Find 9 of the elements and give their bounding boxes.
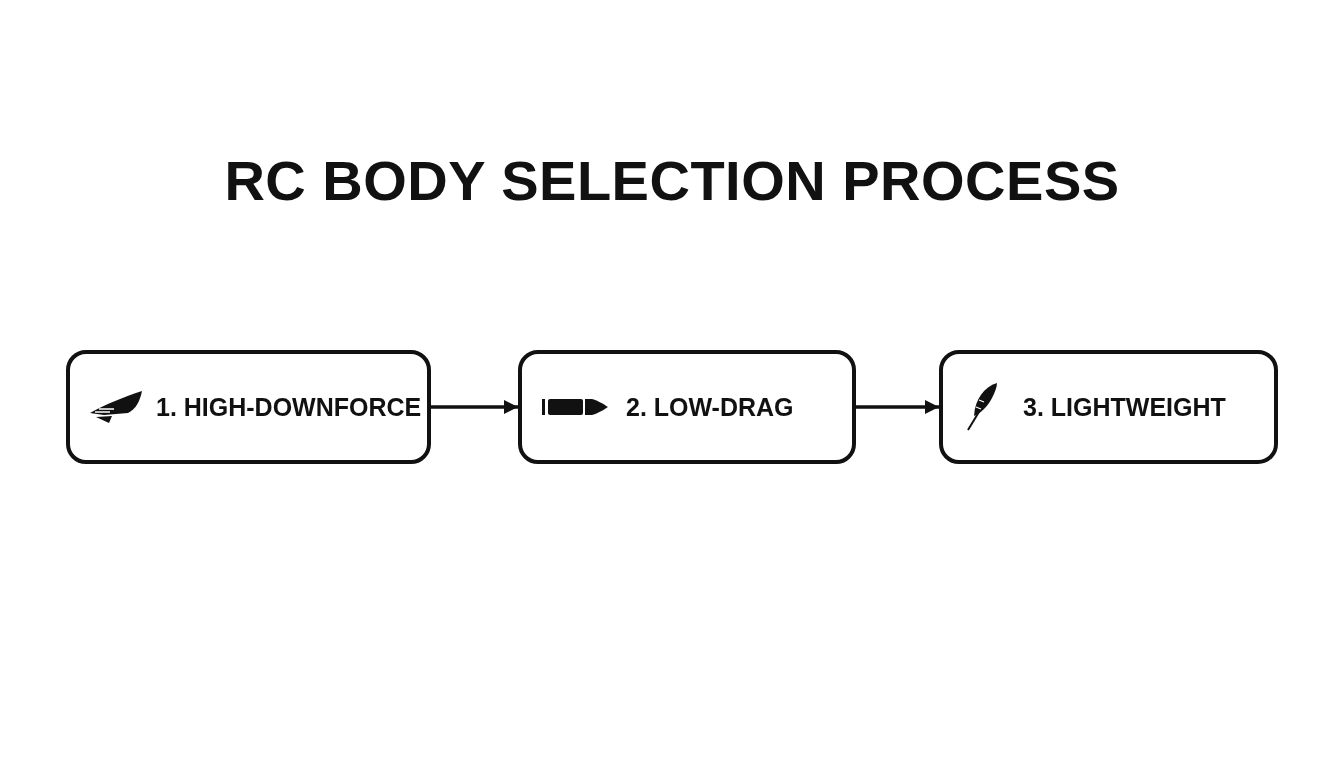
process-box [939, 350, 1278, 464]
step-label: 1. HIGH-DOWNFORCE [156, 392, 422, 422]
step-label: 3. LIGHTWEIGHT [1023, 392, 1226, 422]
arrow [856, 400, 939, 414]
process-box [66, 350, 431, 464]
arrow [431, 400, 518, 414]
step-label: 2. LOW-DRAG [626, 392, 794, 422]
diagram-title: RC BODY SELECTION PROCESS [224, 150, 1120, 212]
process-box [518, 350, 856, 464]
